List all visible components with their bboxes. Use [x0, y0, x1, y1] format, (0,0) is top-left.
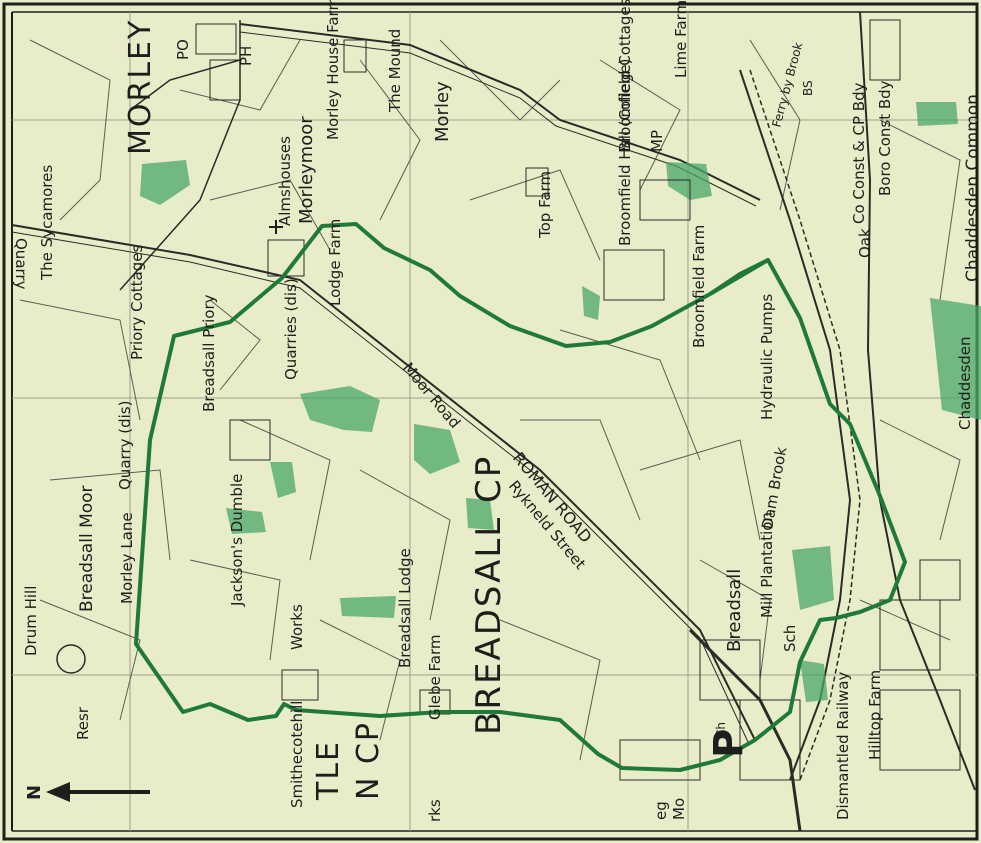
- label-lime-farm: Lime Farm: [672, 0, 690, 78]
- label-priory-cottages: Priory Cottages: [128, 245, 146, 360]
- label-mo: Mo: [670, 798, 688, 820]
- label-hydraulic-pumps: Hydraulic Pumps: [758, 294, 776, 420]
- label-bs: BS: [801, 80, 815, 96]
- label-the-mound: The Mound: [386, 29, 404, 113]
- walk-route-branch: [708, 258, 769, 296]
- label-breadsall-lodge: Breadsall Lodge: [396, 548, 414, 668]
- north-arrow: N: [24, 782, 150, 802]
- label-breadsall-cp: BREADSALL CP: [469, 455, 509, 735]
- label-broomfield-cottages: Broomfield Cottages: [616, 0, 634, 152]
- label-smithecotehill: Smithecotehill: [288, 701, 306, 808]
- label-breadsall-priory: Breadsall Priory: [200, 294, 218, 412]
- label-morleymoor: Morleymoor: [296, 116, 317, 224]
- woodland: [140, 102, 981, 702]
- label-ncp-big: N CP: [351, 721, 386, 800]
- label-sch: Sch: [781, 625, 799, 652]
- label-chaddesden: Chaddesden: [956, 336, 974, 430]
- label-top-farm: Top Farm: [536, 171, 554, 239]
- label-works: Works: [288, 604, 306, 650]
- reservoir-marker: [56, 644, 86, 674]
- north-label: N: [24, 785, 45, 800]
- field-boundaries: [19, 39, 961, 761]
- label-breadsall-moor: Breadsall Moor: [77, 485, 97, 612]
- label-co-const: Co Const & CP Bdy: [850, 82, 868, 224]
- label-hilltop-farm: Hilltop Farm: [866, 670, 884, 760]
- label-ch: Ch: [714, 722, 728, 738]
- label-glebe-farm: Glebe Farm: [426, 635, 444, 721]
- label-tle-big: TLE: [311, 740, 346, 801]
- parking-icon: P: [706, 729, 752, 758]
- label-dismantled-railway: Dismantled Railway: [834, 672, 852, 820]
- parking-letter: P: [706, 729, 752, 758]
- label-po: PO: [174, 39, 192, 60]
- label-jacksons-dumble: Jackson's Dumble: [228, 474, 246, 607]
- label-almshouses: Almshouses: [276, 136, 294, 226]
- label-broomfield-hall: Broomfield Hall (College): [616, 59, 634, 246]
- label-morley: Morley: [432, 81, 453, 142]
- label-the-sycamores: The Sycamores: [38, 165, 56, 281]
- label-rks: rks: [426, 799, 444, 822]
- label-oak: Oak: [856, 228, 874, 258]
- label-eg: eg: [652, 801, 670, 820]
- label-quarry-dis: Quarry (dis): [116, 401, 134, 490]
- label-morley-lane: Morley Lane: [118, 512, 136, 604]
- label-mp: MP: [648, 130, 666, 152]
- label-boro-const: Boro Const Bdy: [876, 80, 894, 196]
- map-labels: MORLEY BREADSALL CP TLE N CP PO PH Morle…: [12, 0, 981, 822]
- label-lodge-farm: Lodge Farm: [326, 219, 344, 306]
- label-ph: PH: [237, 46, 255, 66]
- label-morley-house-farm: Morley House Farm: [324, 0, 342, 140]
- label-quarries-dis: Quarries (dis): [282, 278, 300, 380]
- label-resr: Resr: [74, 706, 92, 740]
- label-drum-hill: Drum Hill: [22, 586, 40, 656]
- label-broomfield-farm: Broomfield Farm: [690, 225, 708, 348]
- arrow-left-head-icon: [46, 782, 70, 802]
- label-quarry-top: Quarry: [12, 238, 30, 290]
- label-chaddesden-common: Chaddesden Common: [963, 94, 981, 282]
- walk-route[interactable]: [134, 222, 907, 772]
- label-breadsall: Breadsall: [724, 569, 745, 652]
- label-mill-plantation: Mill Plantation: [758, 512, 776, 618]
- label-morley-big: MORLEY: [123, 19, 158, 155]
- church-cross-icon: [269, 220, 283, 234]
